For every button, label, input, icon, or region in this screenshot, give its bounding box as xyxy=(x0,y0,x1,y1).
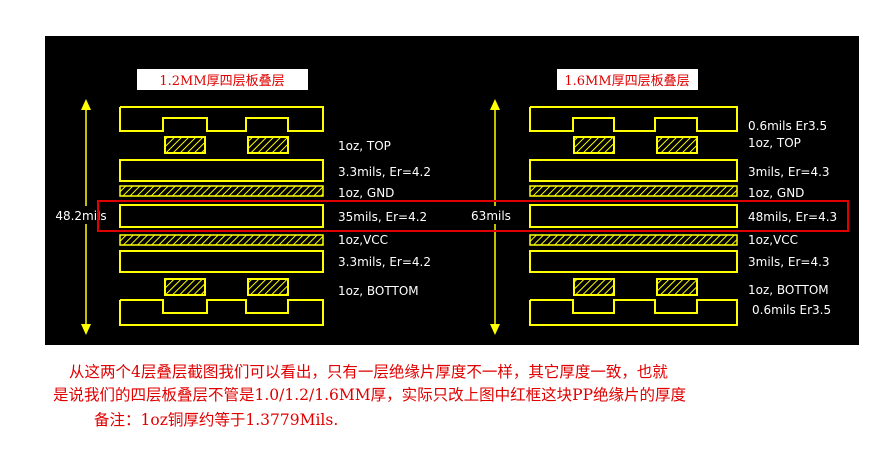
right-title-box xyxy=(557,69,698,90)
left-soldermask-bottom xyxy=(119,299,324,326)
right-label-core: 48mils, Er=4.3 xyxy=(748,210,837,224)
right-top-pad xyxy=(573,136,615,154)
right-gnd-plane xyxy=(529,185,738,197)
right-prepreg-bottom xyxy=(529,250,738,273)
right-thickness-label: 63mils xyxy=(471,209,511,223)
caption-line-2: 是说我们的四层板叠层不管是1.0/1.2/1.6MM厚，实际只改上图中红框这块P… xyxy=(53,386,686,404)
core-highlight-frame xyxy=(97,200,849,232)
left-soldermask-top xyxy=(119,106,324,132)
left-top-pad xyxy=(164,136,206,154)
right-label-mask-bottom: 0.6mils Er3.5 xyxy=(752,303,831,317)
right-bottom-pad xyxy=(573,278,615,296)
left-bottom-pad xyxy=(247,278,289,296)
right-soldermask-top xyxy=(529,106,738,132)
left-title-box xyxy=(137,69,308,90)
left-core xyxy=(119,204,324,228)
left-label-bottom-copper: 1oz, BOTTOM xyxy=(338,284,419,298)
left-gnd-plane xyxy=(119,185,324,197)
right-bottom-pad xyxy=(656,278,698,296)
right-vcc-plane xyxy=(529,234,738,246)
right-thickness-label-bg xyxy=(470,206,520,224)
right-label-gnd: 1oz, GND xyxy=(748,186,804,200)
left-label-vcc: 1oz,VCC xyxy=(338,233,388,247)
right-title: 1.6MM厚四层板叠层 xyxy=(564,74,689,89)
right-prepreg-top xyxy=(529,159,738,182)
left-prepreg-bottom xyxy=(119,250,324,273)
left-thickness-label: 48.2mils xyxy=(55,209,106,223)
left-label-core: 35mils, Er=4.2 xyxy=(338,210,427,224)
right-top-pad xyxy=(656,136,698,154)
caption-line-1: 从这两个4层叠层截图我们可以看出，只有一层绝缘片厚度不一样，其它厚度一致，也就 xyxy=(69,363,668,381)
right-stackup: 1.6MM厚四层板叠层 63mils 0.6mils Er3.5 1oz, TO… xyxy=(470,69,837,335)
left-title: 1.2MM厚四层板叠层 xyxy=(159,74,284,89)
left-label-gnd: 1oz, GND xyxy=(338,186,394,200)
left-prepreg-top xyxy=(119,159,324,182)
right-label-prepreg-bottom: 3mils, Er=4.3 xyxy=(748,255,830,269)
right-label-bottom-copper: 1oz, BOTTOM xyxy=(748,283,829,297)
right-label-vcc: 1oz,VCC xyxy=(748,233,798,247)
right-label-mask-top: 0.6mils Er3.5 xyxy=(748,119,827,133)
left-stackup: 1.2MM厚四层板叠层 48.2mils 1oz, TOP 3.3mils, E… xyxy=(55,69,431,335)
right-core xyxy=(529,204,738,228)
caption-line-3: 备注：1oz铜厚约等于1.3779Mils. xyxy=(94,411,339,429)
right-soldermask-bottom xyxy=(529,299,738,326)
left-label-top-copper: 1oz, TOP xyxy=(338,139,391,153)
left-arrow-head-top xyxy=(81,99,91,110)
left-vcc-plane xyxy=(119,234,324,246)
right-arrow-head-bottom xyxy=(490,324,500,335)
left-bottom-pad xyxy=(164,278,206,296)
left-thickness-label-bg xyxy=(55,206,107,224)
left-label-prepreg-bottom: 3.3mils, Er=4.2 xyxy=(338,255,431,269)
right-label-top-copper: 1oz, TOP xyxy=(748,136,801,150)
left-label-prepreg-top: 3.3mils, Er=4.2 xyxy=(338,165,431,179)
right-arrow-head-top xyxy=(490,99,500,110)
left-top-pad xyxy=(247,136,289,154)
right-label-prepreg-top: 3mils, Er=4.3 xyxy=(748,165,830,179)
left-arrow-head-bottom xyxy=(81,324,91,335)
